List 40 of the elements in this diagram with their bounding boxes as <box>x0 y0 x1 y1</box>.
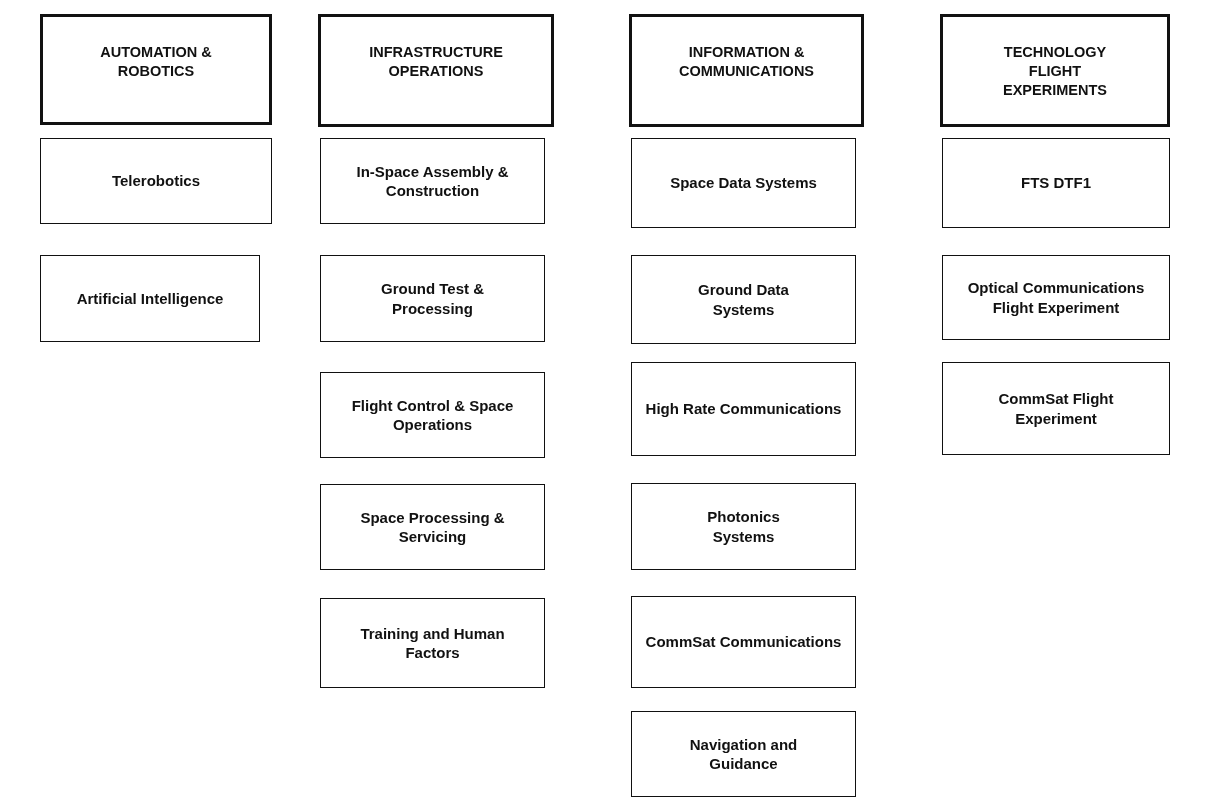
topic-box <box>631 596 856 688</box>
topic-label: Artificial Intelligence <box>75 288 225 309</box>
category-title: INFRASTRUCTURE OPERATIONS <box>368 43 504 81</box>
topic-label: Telerobotics <box>110 171 202 191</box>
topic-box <box>320 372 545 458</box>
topic-label: Optical Communications Flight Experiment <box>966 278 1146 317</box>
topic-label: CommSat Communications <box>644 632 843 652</box>
topic-label: Photonics Systems <box>706 507 781 546</box>
topic-box <box>942 362 1170 455</box>
topic-label: Space Processing & Servicing <box>359 507 506 547</box>
category-header-box <box>629 14 864 127</box>
topic-box <box>631 362 856 456</box>
topic-box <box>631 711 856 797</box>
topic-label: Training and Human Factors <box>359 623 506 663</box>
topic-label: In-Space Assembly & Construction <box>355 161 510 201</box>
topic-label: Navigation and Guidance <box>688 734 799 774</box>
category-header-box <box>318 14 554 127</box>
topic-box <box>320 138 545 224</box>
topic-label: Flight Control & Space Operations <box>350 395 515 435</box>
topic-box <box>40 255 260 342</box>
topic-box <box>942 138 1170 228</box>
category-title: AUTOMATION & ROBOTICS <box>99 43 213 81</box>
topic-label: High Rate Communications <box>644 399 843 419</box>
topic-label: Ground Test & Processing <box>379 279 486 318</box>
topic-box <box>631 138 856 228</box>
topic-label: FTS DTF1 <box>1020 173 1092 193</box>
topic-box <box>631 483 856 570</box>
topic-box <box>320 598 545 688</box>
topic-label: CommSat Flight Experiment <box>997 389 1115 428</box>
category-title: INFORMATION & COMMUNICATIONS <box>677 43 816 81</box>
category-title: TECHNOLOGY FLIGHT EXPERIMENTS <box>1002 43 1108 100</box>
category-header-box <box>40 14 272 125</box>
topic-label: Space Data Systems <box>669 173 818 193</box>
topic-box <box>320 255 545 342</box>
topic-box <box>631 255 856 344</box>
topic-box <box>40 138 272 224</box>
topic-box <box>942 255 1170 340</box>
category-header-box <box>940 14 1170 127</box>
topic-label: Ground Data Systems <box>697 280 790 319</box>
topic-box <box>320 484 545 570</box>
